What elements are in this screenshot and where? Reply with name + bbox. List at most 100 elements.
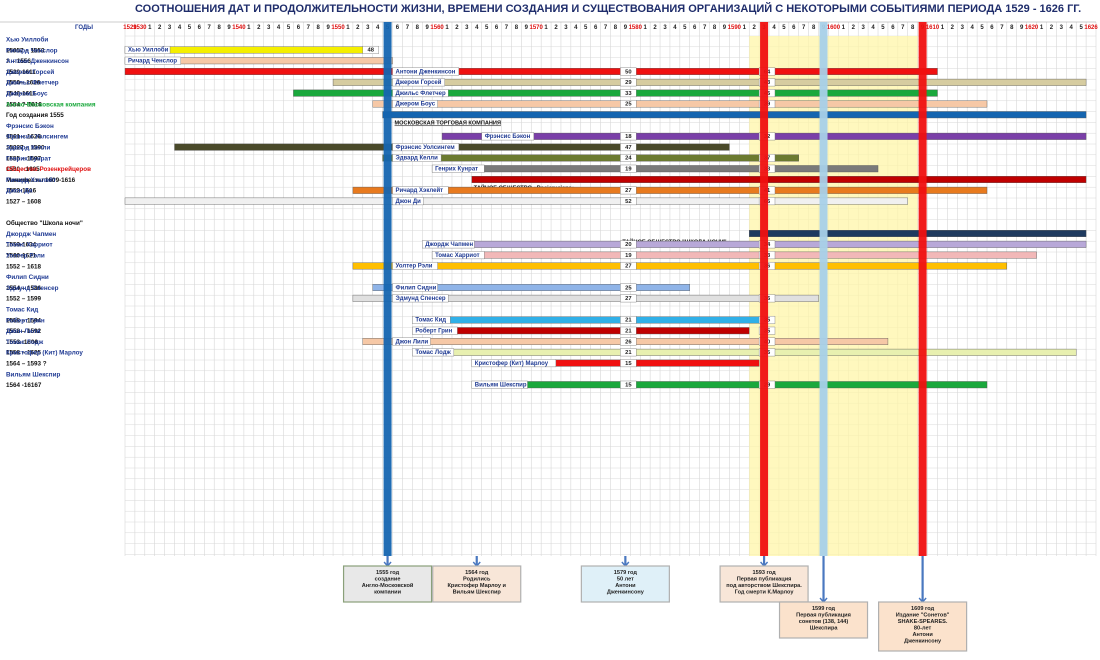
- chart-title: СООТНОШЕНИЯ ДАТ И ПРОДОЛЖИТЕЛЬНОСТИ ЖИЗН…: [135, 2, 1081, 15]
- lifespan-bar: [431, 165, 879, 173]
- age-box: [620, 153, 637, 162]
- row-dates: 1529-1611: [6, 69, 36, 76]
- tick-label: 7: [505, 25, 509, 31]
- tick-label: 1530: [133, 25, 147, 31]
- event-note-text: Дженкинсону: [607, 590, 645, 596]
- bar-label-box: [471, 359, 557, 368]
- age-label: 21: [625, 350, 632, 356]
- tick-label: 7: [703, 25, 707, 31]
- tick-label: 9: [624, 25, 628, 31]
- row-name: Англо-Московская компания: [6, 101, 96, 108]
- row-dates: 1554 – 1586: [6, 285, 42, 292]
- bar-label: Фрэнсис Уолсингем: [396, 145, 456, 151]
- tick-label: 1610: [926, 25, 940, 31]
- tick-label: 7: [604, 25, 608, 31]
- bar-label-box: [422, 240, 475, 249]
- row-name: Фрэнсис Уолсингем: [6, 134, 68, 141]
- tick-label: 2: [356, 25, 360, 31]
- row-name: Джером Горсей: [6, 68, 54, 76]
- tick-label: 1: [842, 25, 846, 31]
- tick-label: 1540: [232, 25, 246, 31]
- row-name: Хью Уиллоби: [6, 36, 48, 44]
- tick-label: 8: [217, 25, 221, 31]
- age-label: 27: [625, 296, 631, 302]
- tick-label: 6: [594, 25, 598, 31]
- tick-label: 1: [445, 25, 449, 31]
- event-note-text: 1593 год: [752, 570, 776, 576]
- bar-label: Роберт Грин: [415, 327, 452, 334]
- event-note-text: Первая публикация: [737, 576, 792, 583]
- tick-label: 9: [525, 25, 529, 31]
- tick-label: 1: [743, 25, 747, 31]
- tick-label: 1: [544, 25, 548, 31]
- row-dates: 1527 – 1608: [6, 199, 42, 206]
- age-box: [362, 45, 379, 54]
- lifespan-bar: [372, 100, 988, 108]
- tick-label: 9: [1020, 25, 1024, 31]
- event-note-box: [432, 565, 522, 603]
- row-name: Томас Кид: [6, 307, 38, 314]
- event-note-text: Шекспира: [810, 626, 839, 632]
- row-dates: 1558 – 1592: [6, 328, 42, 335]
- tick-label: 9: [723, 25, 727, 31]
- age-label: 19: [625, 253, 632, 259]
- row-dates: Манифесты 1609-1616: [6, 177, 76, 184]
- year-ticks: 1529153012345678915401234567891550123456…: [123, 25, 1098, 31]
- bar-label: Джон Ди: [396, 199, 422, 205]
- bar-label: Антони Дженкинсон: [396, 69, 456, 75]
- row-dates: 1554 ?-1616: [6, 101, 42, 108]
- row-name: Кристофер (Кит) Марлоу: [6, 350, 83, 357]
- event-note-text: 1579 год: [614, 570, 638, 576]
- age-label: 15: [625, 382, 632, 388]
- age-label: 24: [625, 156, 632, 162]
- event-note-text: Антони: [912, 632, 933, 638]
- age-box: [620, 251, 637, 260]
- age-label: 18: [625, 134, 632, 140]
- row-name: Уолтер Рэли: [6, 253, 45, 260]
- event-note-text: компании: [374, 590, 402, 596]
- age-label: 27: [625, 264, 631, 270]
- event-note-text: сонетов (138, 144): [799, 619, 849, 625]
- lifespan-bar: [352, 262, 1008, 270]
- bar-label-box: [392, 283, 438, 292]
- tick-label: 7: [406, 25, 410, 31]
- lifespan-bar: [471, 381, 988, 389]
- tick-label: 1560: [430, 25, 444, 31]
- row-name: Общество "Школа ночи": [6, 219, 83, 227]
- lifespan-bar: [124, 197, 908, 205]
- tick-label: 4: [673, 25, 677, 31]
- tick-label: 3: [267, 25, 271, 31]
- tick-label: 7: [802, 25, 806, 31]
- bar-label: Томас Лодж: [415, 350, 451, 356]
- lifespan-bar: [332, 78, 1087, 86]
- tick-label: 3: [1060, 25, 1064, 31]
- tick-label: 3: [961, 25, 965, 31]
- age-label: 25: [625, 102, 632, 108]
- tick-label: 1: [247, 25, 251, 31]
- lifespan-bar: [471, 176, 1087, 183]
- tick-label: 1580: [629, 25, 643, 31]
- age-box: [620, 294, 637, 303]
- bar-label-box: [431, 251, 485, 260]
- tick-label: 3: [861, 25, 865, 31]
- event-marker-line: [918, 22, 927, 556]
- event-note-text: под авторством Шекспира.: [726, 583, 802, 589]
- tick-label: 4: [376, 25, 380, 31]
- bar-label-box: [124, 45, 171, 54]
- row-name: Общество Розенкрейцеров: [6, 165, 91, 173]
- age-box: [620, 380, 637, 389]
- tick-label: 8: [1010, 25, 1014, 31]
- event-note-text: Родились: [463, 577, 491, 583]
- tick-label: 5: [782, 25, 786, 31]
- bar-label: Эдмунд Спенсер: [396, 296, 446, 302]
- bar-label: Ричард Хэклейт: [396, 187, 444, 194]
- bar-label-box: [392, 99, 438, 108]
- tick-label: 1529: [123, 25, 137, 31]
- event-note-text: SHAKE-SPEARES.: [898, 619, 948, 625]
- row-dates: 1564 – 1593 ?: [6, 361, 47, 368]
- bar-label: Филип Сидни: [396, 285, 437, 291]
- event-note-text: 1609 год: [911, 606, 935, 612]
